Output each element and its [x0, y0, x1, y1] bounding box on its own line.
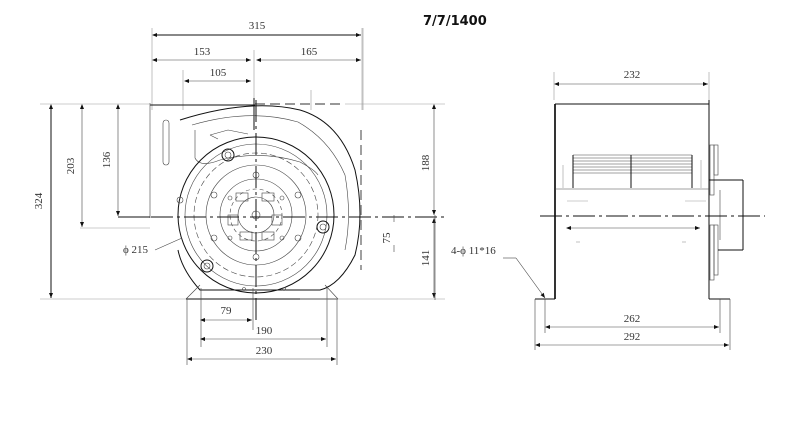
dim-232: 232 [624, 69, 641, 81]
dim-75: 75 [381, 232, 393, 244]
dim-79: 79 [221, 305, 233, 317]
dim-165: 165 [301, 46, 318, 58]
dim-188: 188 [420, 154, 432, 171]
drawing-title: 7/7/1400 [423, 14, 487, 29]
dim-315: 315 [249, 20, 266, 32]
dim-262: 262 [624, 313, 641, 325]
dim-153: 153 [194, 46, 211, 58]
dim-230: 230 [256, 345, 273, 357]
front-view: 315 153 165 105 [33, 20, 445, 365]
dim-292: 292 [624, 331, 641, 343]
dim-324: 324 [33, 192, 45, 209]
label-mounting-holes: 4-ϕ 11*16 [451, 245, 496, 257]
dim-105: 105 [210, 67, 227, 79]
dim-136: 136 [101, 151, 113, 168]
dim-phi-215: ϕ 215 [123, 244, 149, 256]
dim-190: 190 [256, 325, 273, 337]
dim-203: 203 [65, 157, 77, 174]
side-view: 232 [434, 69, 765, 350]
dim-141: 141 [420, 250, 432, 267]
